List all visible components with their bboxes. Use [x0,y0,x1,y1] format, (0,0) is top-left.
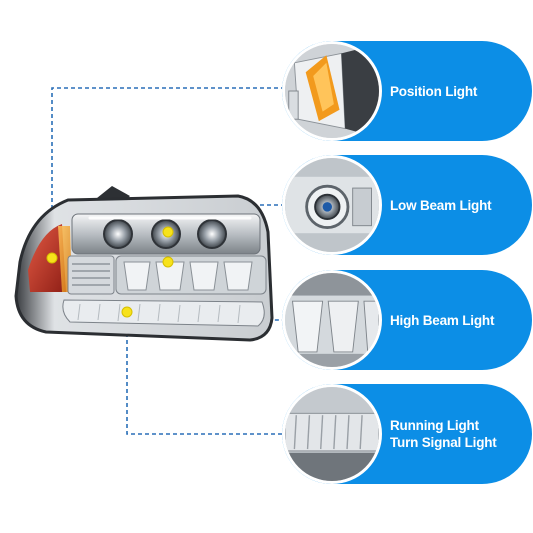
led-running-strip [62,299,265,327]
position-light-closeup-icon [282,41,382,141]
marker-position [46,252,58,264]
feature-pill-running: Running Light Turn Signal Light [282,384,532,484]
led-strip-closeup-icon [282,384,382,484]
marker-high-beam [162,256,174,268]
projector-lens-closeup-icon [282,155,382,255]
feature-label-line2: Turn Signal Light [390,435,497,450]
feature-label: High Beam Light [390,312,495,328]
connector-position [51,87,284,258]
marker-low-beam [162,226,174,238]
feature-pill-high-beam: High Beam Light [282,270,532,370]
projector-lens-1 [103,219,133,249]
marker-running [121,306,133,318]
feature-pill-low-beam: Low Beam Light [282,155,532,255]
led-reflector-closeup-icon [282,270,382,370]
projector-lens-3 [197,219,227,249]
grille-block [67,255,115,295]
feature-pill-position: Position Light [282,41,532,141]
connector-running [126,312,284,435]
feature-label: Position Light [390,83,478,99]
feature-label-line1: Running Light [390,418,479,433]
feature-label: Low Beam Light [390,197,492,213]
